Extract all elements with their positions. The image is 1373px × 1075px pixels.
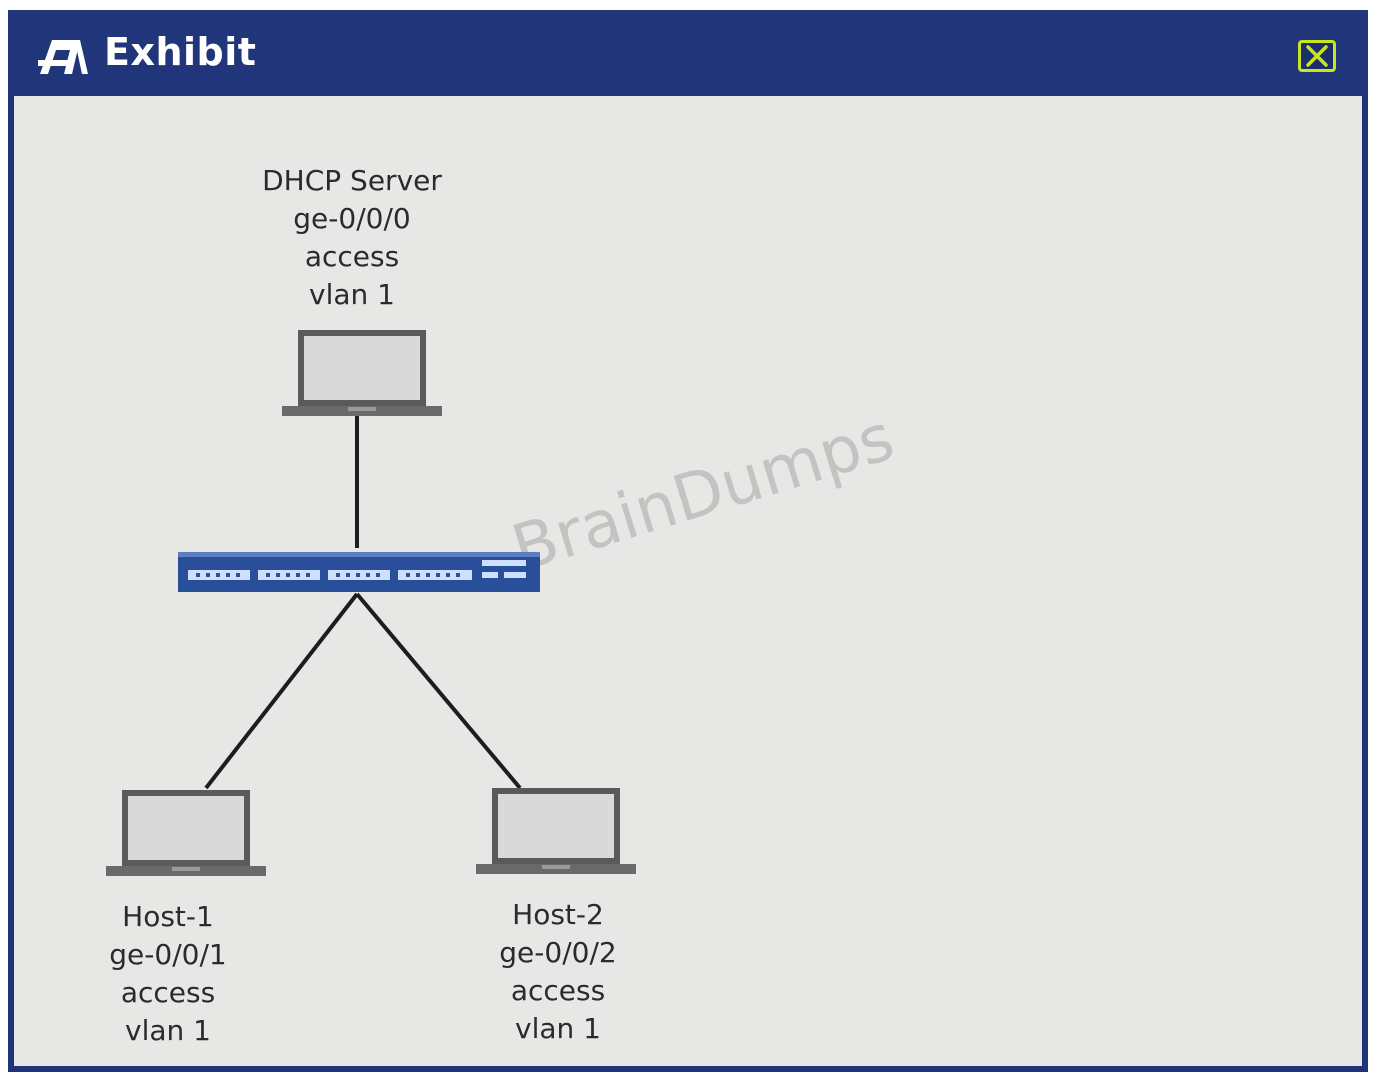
close-button[interactable] xyxy=(1298,40,1336,72)
dhcp-server-name: DHCP Server xyxy=(262,164,442,197)
dhcp-server-laptop-icon xyxy=(282,330,442,416)
exhibit-content: BrainDumps DHCP Server ge-0/0/0 access v… xyxy=(14,96,1362,1066)
link-switch-host2 xyxy=(355,592,522,790)
host1-port: ge-0/0/1 xyxy=(109,938,227,971)
title-bar: Exhibit xyxy=(8,10,1368,96)
host2-label: Host-2 ge-0/0/2 access vlan 1 xyxy=(428,896,688,1048)
host2-name: Host-2 xyxy=(512,898,604,931)
exhibit-icon xyxy=(38,40,88,74)
host1-vlan: vlan 1 xyxy=(125,1014,211,1047)
close-icon xyxy=(1306,45,1328,67)
dhcp-server-port: ge-0/0/0 xyxy=(293,202,411,235)
host2-vlan: vlan 1 xyxy=(515,1012,601,1045)
host2-laptop-icon xyxy=(476,788,636,874)
host1-label: Host-1 ge-0/0/1 access vlan 1 xyxy=(38,898,298,1050)
dhcp-server-label: DHCP Server ge-0/0/0 access vlan 1 xyxy=(222,162,482,314)
switch-icon xyxy=(178,552,540,592)
connection-lines xyxy=(204,416,522,790)
host1-mode: access xyxy=(120,976,216,1009)
dhcp-server-vlan: vlan 1 xyxy=(309,278,395,311)
host2-mode: access xyxy=(510,974,606,1007)
host2-port: ge-0/0/2 xyxy=(499,936,617,969)
link-switch-host1 xyxy=(204,592,359,790)
window-title: Exhibit xyxy=(104,30,257,74)
host1-name: Host-1 xyxy=(122,900,214,933)
dhcp-server-mode: access xyxy=(304,240,400,273)
host1-laptop-icon xyxy=(106,790,266,876)
exhibit-window: Exhibit BrainDumps DHCP Server ge-0/0/0 … xyxy=(8,10,1368,1072)
